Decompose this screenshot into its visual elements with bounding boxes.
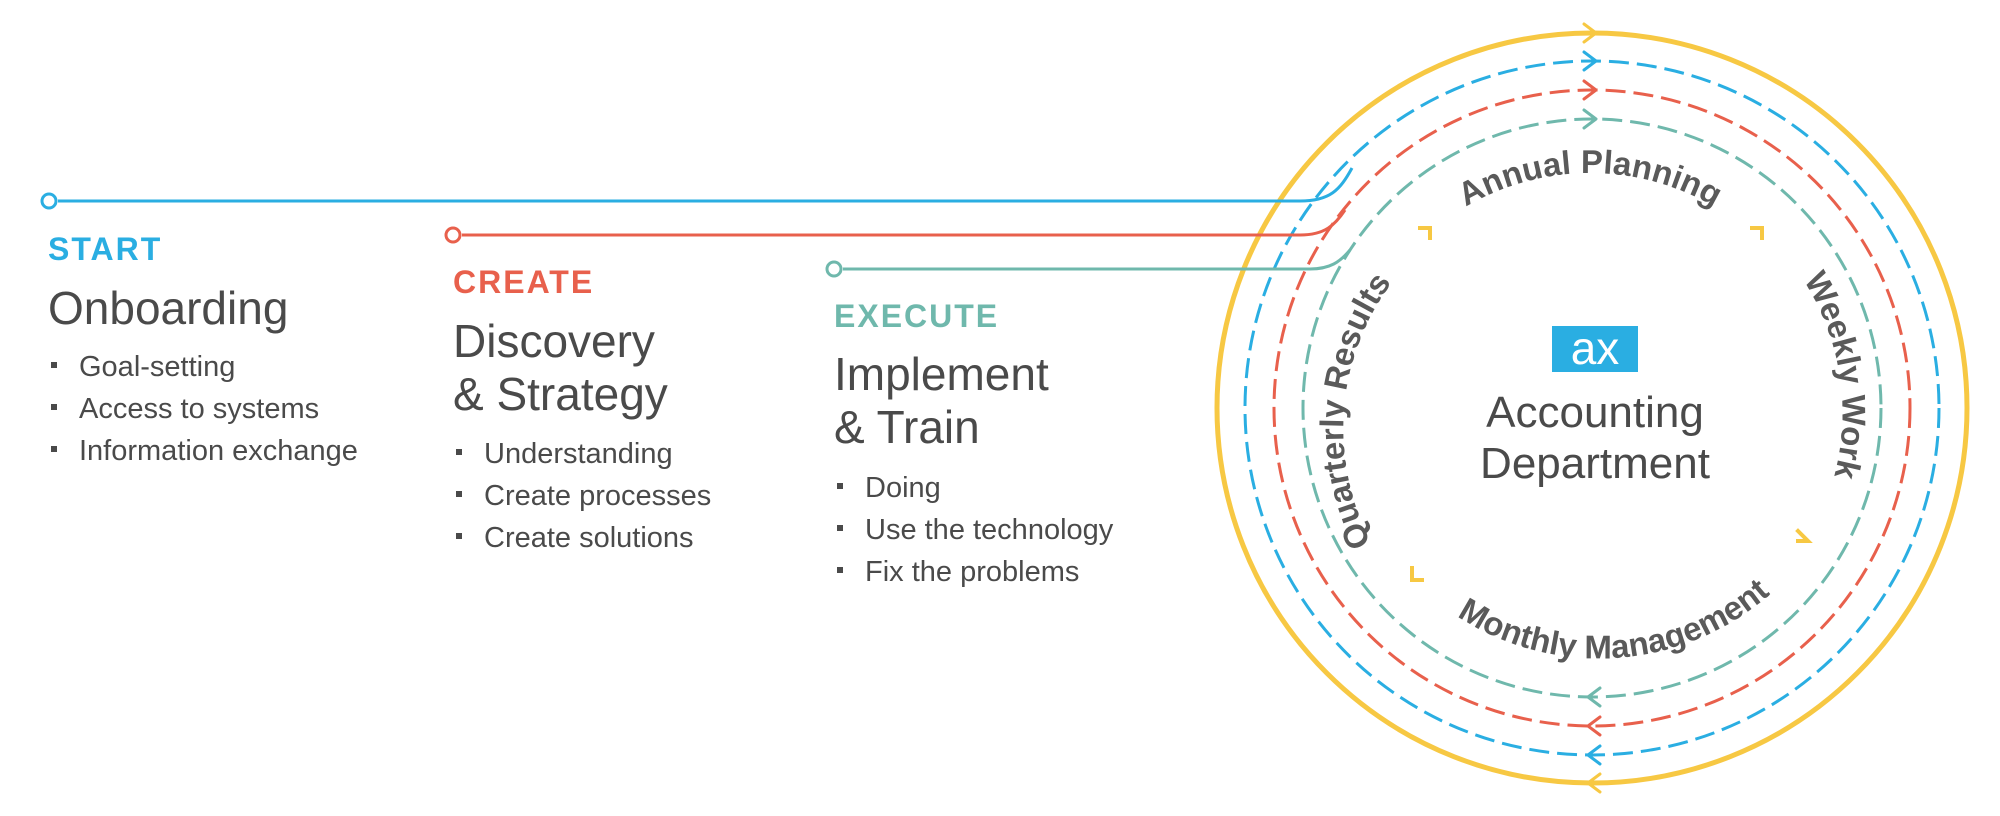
stage-bullet: Create solutions (484, 522, 694, 554)
bullet-marker (51, 446, 57, 452)
stage-title: Implement (834, 348, 1049, 400)
center-title-line: Accounting (1486, 388, 1704, 437)
start-ring-arrow-top (1582, 50, 1598, 72)
outer-ring-arrow-top (1582, 22, 1598, 44)
stage-bullet: Create processes (484, 480, 711, 512)
execute-entry-line (843, 249, 1352, 271)
bullet-marker (837, 567, 843, 573)
execute-entry-node (825, 260, 843, 278)
stage-title: Discovery (453, 315, 655, 367)
start-entry-node (40, 192, 58, 210)
stage-tag: CREATE (453, 264, 594, 300)
create-ring (1272, 88, 1912, 728)
cycle-label-top: Annual Planning (1452, 143, 1729, 213)
stage-bullet: Goal-setting (79, 351, 235, 383)
stage-bullet: Doing (865, 472, 941, 504)
bullet-marker (837, 483, 843, 489)
create-ring-arrow-top (1582, 79, 1598, 101)
bullet-marker (837, 525, 843, 531)
execute-ring (1301, 117, 1883, 699)
bullet-marker (456, 491, 462, 497)
outer-ring-arrow-bottom (1586, 772, 1602, 794)
start-ring (1243, 59, 1941, 757)
create-entry-line (462, 209, 1347, 237)
cycle-label-left: Quarterly Results (1313, 265, 1397, 555)
stage-create: CREATE Discovery & Strategy Understandin… (453, 264, 711, 554)
stage-start: START Onboarding Goal-setting Access to … (48, 231, 358, 467)
start-ring-arrow-bottom (1586, 744, 1602, 766)
bullet-marker (51, 362, 57, 368)
bullet-marker (456, 449, 462, 455)
stage-bullet: Information exchange (79, 435, 358, 467)
cycle-label-right: Weekly Work (1798, 265, 1873, 483)
stage-bullet: Access to systems (79, 393, 319, 425)
stage-bullet: Use the technology (865, 514, 1114, 546)
execute-ring-arrow-top (1582, 108, 1598, 130)
corner-mark-bottom-left (1410, 566, 1424, 582)
stage-bullet: Fix the problems (865, 556, 1079, 588)
cycle-label-bottom: Monthly Management (1453, 571, 1775, 665)
stage-tag: START (48, 231, 162, 267)
bullet-marker (51, 404, 57, 410)
stage-bullet: Understanding (484, 438, 673, 470)
start-entry-line (58, 167, 1354, 203)
outer-ring (1214, 30, 1970, 786)
stage-tag: EXECUTE (834, 298, 999, 334)
corner-mark-top-right (1750, 226, 1764, 240)
create-ring-arrow-bottom (1586, 715, 1602, 737)
ax-logo-background (1552, 326, 1638, 372)
stage-execute: EXECUTE Implement & Train Doing Use the … (834, 298, 1114, 588)
stage-title: Onboarding (48, 282, 288, 334)
ax-logo: ax (1571, 322, 1620, 374)
corner-mark-top-left (1418, 226, 1432, 240)
corner-mark-bottom-right (1795, 528, 1813, 543)
stage-title: & Train (834, 401, 980, 453)
stage-title: & Strategy (453, 368, 668, 420)
execute-ring-arrow-bottom (1586, 686, 1602, 708)
bullet-marker (456, 533, 462, 539)
create-entry-node (444, 226, 462, 244)
center-title-line: Department (1480, 439, 1710, 488)
